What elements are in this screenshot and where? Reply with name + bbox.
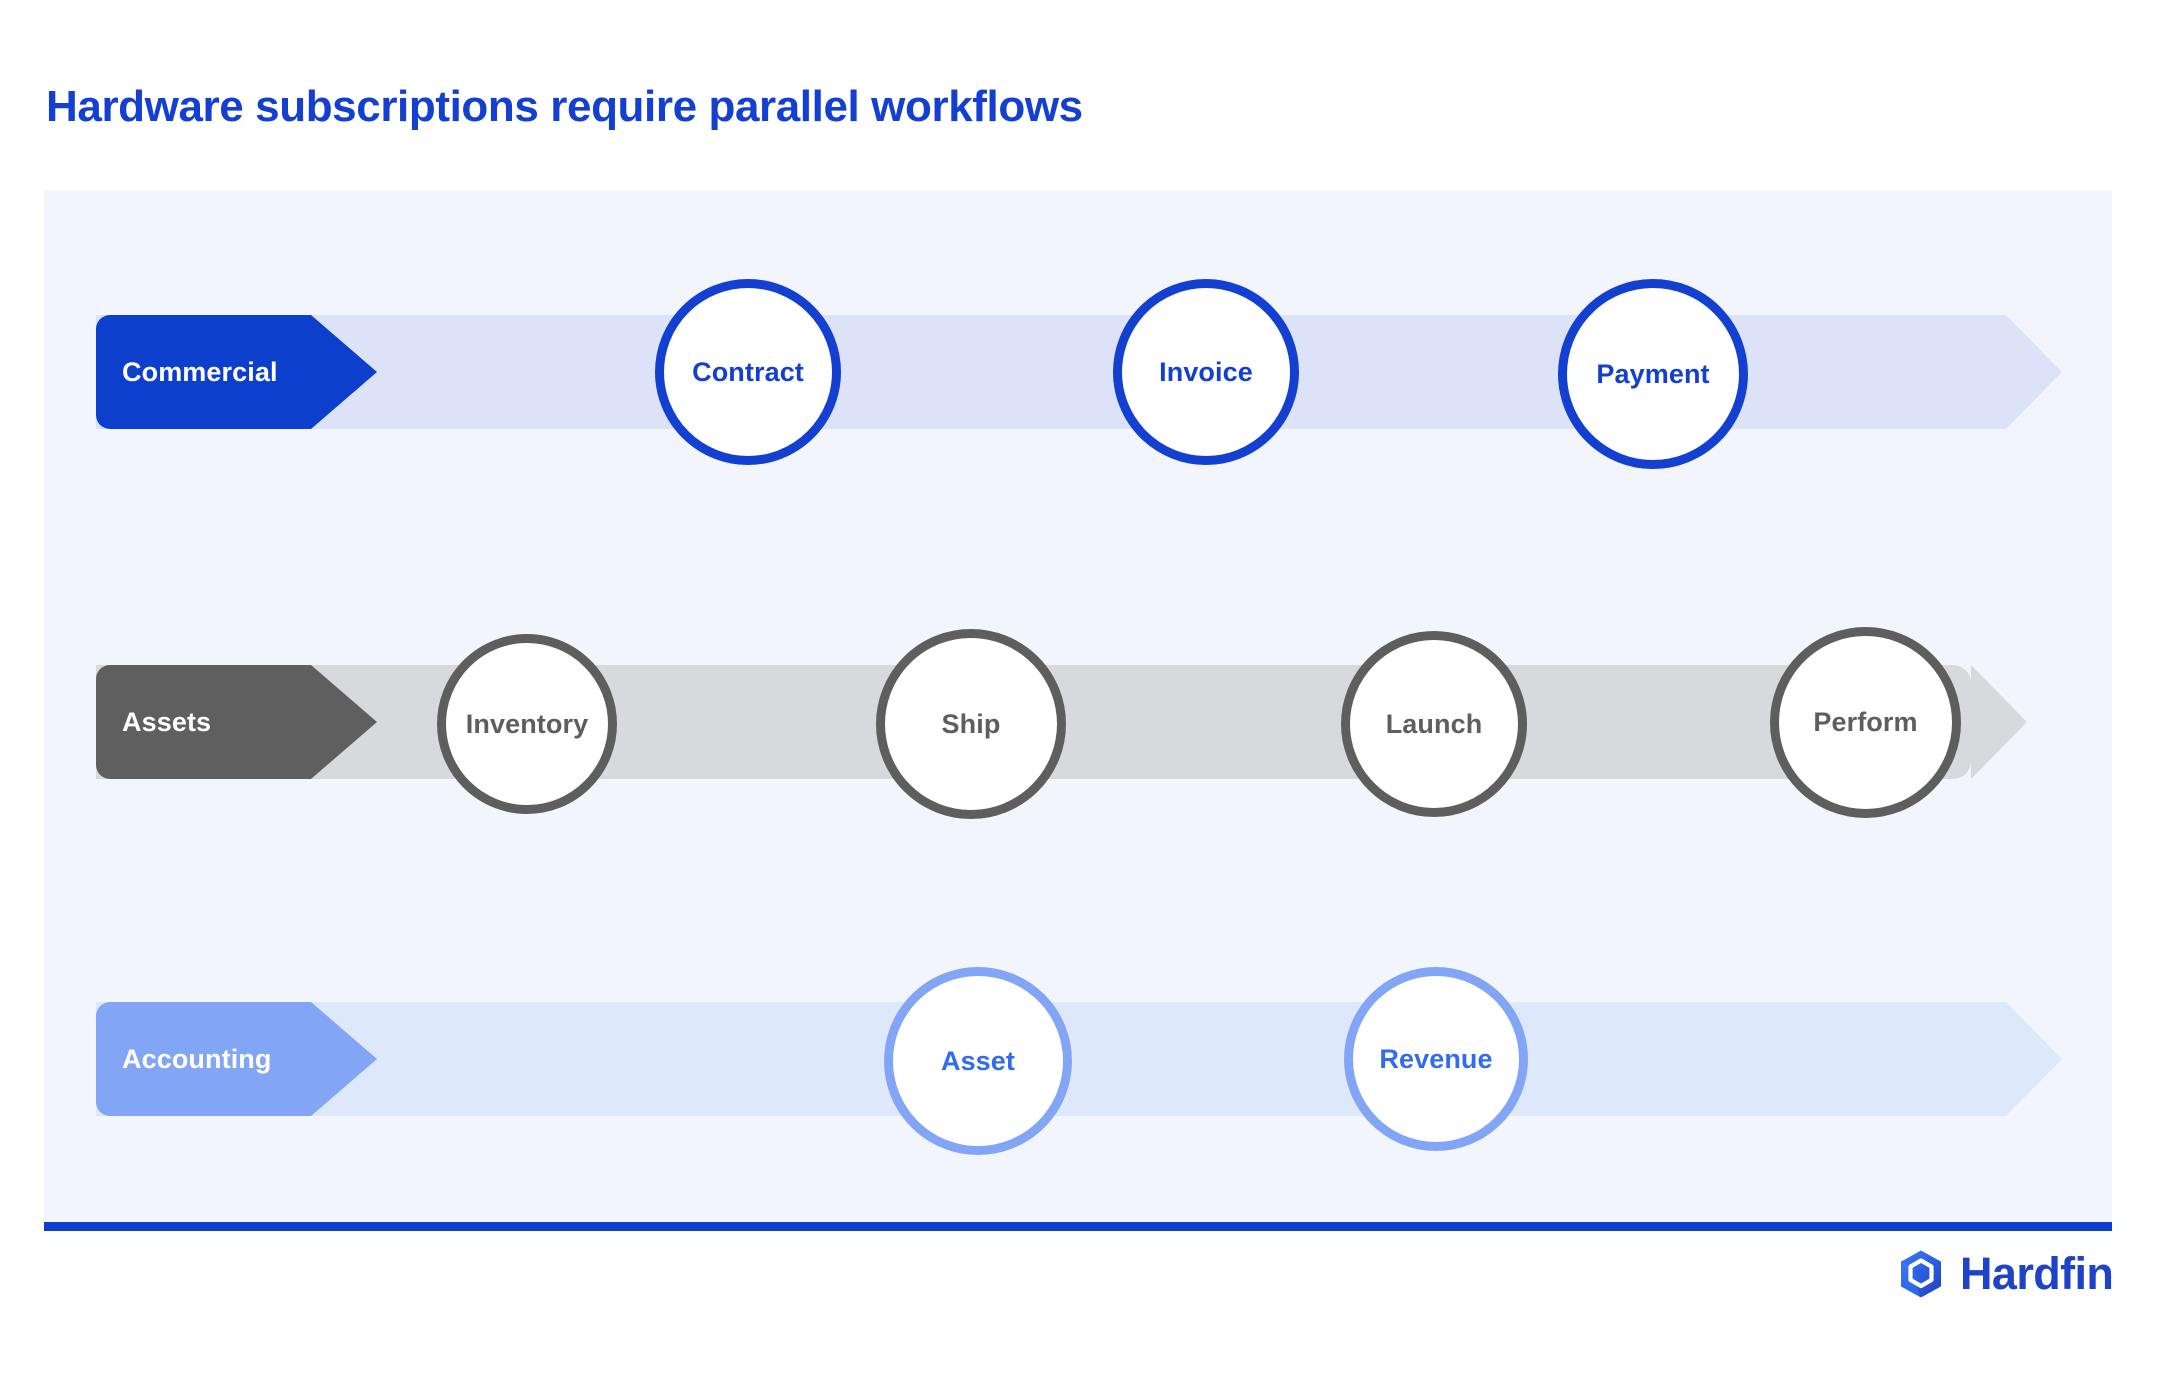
lane-label-commercial: Commercial — [122, 356, 278, 387]
node-label-contract: Contract — [692, 356, 804, 387]
node-revenue[interactable]: Revenue — [1344, 967, 1528, 1151]
lane-label-accounting: Accounting — [122, 1043, 272, 1074]
lane-accounting: Accounting Asset Revenue — [0, 945, 2160, 1175]
node-label-payment: Payment — [1596, 358, 1710, 389]
lane-track-accounting — [96, 1002, 2066, 1116]
node-launch[interactable]: Launch — [1341, 631, 1527, 817]
panel-bottom-rule — [44, 1222, 2112, 1231]
node-label-inventory: Inventory — [465, 708, 589, 739]
node-payment[interactable]: Payment — [1558, 279, 1748, 469]
lane-assets: Assets Inventory Ship Launch Perform — [0, 608, 2160, 838]
node-ship[interactable]: Ship — [876, 629, 1066, 819]
lane-track-commercial — [96, 315, 2066, 429]
node-inventory[interactable]: Inventory — [437, 634, 617, 814]
node-contract[interactable]: Contract — [655, 279, 841, 465]
lane-label-assets: Assets — [122, 706, 212, 737]
node-label-perform: Perform — [1813, 707, 1918, 737]
node-label-revenue: Revenue — [1379, 1043, 1493, 1074]
lane-commercial: Commercial Contract Invoice Payment — [0, 258, 2160, 488]
node-label-ship: Ship — [941, 708, 1001, 739]
node-label-invoice: Invoice — [1159, 356, 1253, 387]
node-label-launch: Launch — [1385, 708, 1483, 739]
node-label-asset: Asset — [940, 1045, 1016, 1076]
brand-wordmark: Hardfin — [1960, 1248, 2114, 1299]
node-invoice[interactable]: Invoice — [1113, 279, 1299, 465]
brand-logo[interactable]: Hardfin — [1896, 1248, 2114, 1300]
node-asset[interactable]: Asset — [884, 967, 1072, 1155]
node-perform[interactable]: Perform — [1770, 627, 1961, 818]
hexagon-nut-icon — [1896, 1249, 1946, 1299]
page-title: Hardware subscriptions require parallel … — [46, 82, 1083, 131]
